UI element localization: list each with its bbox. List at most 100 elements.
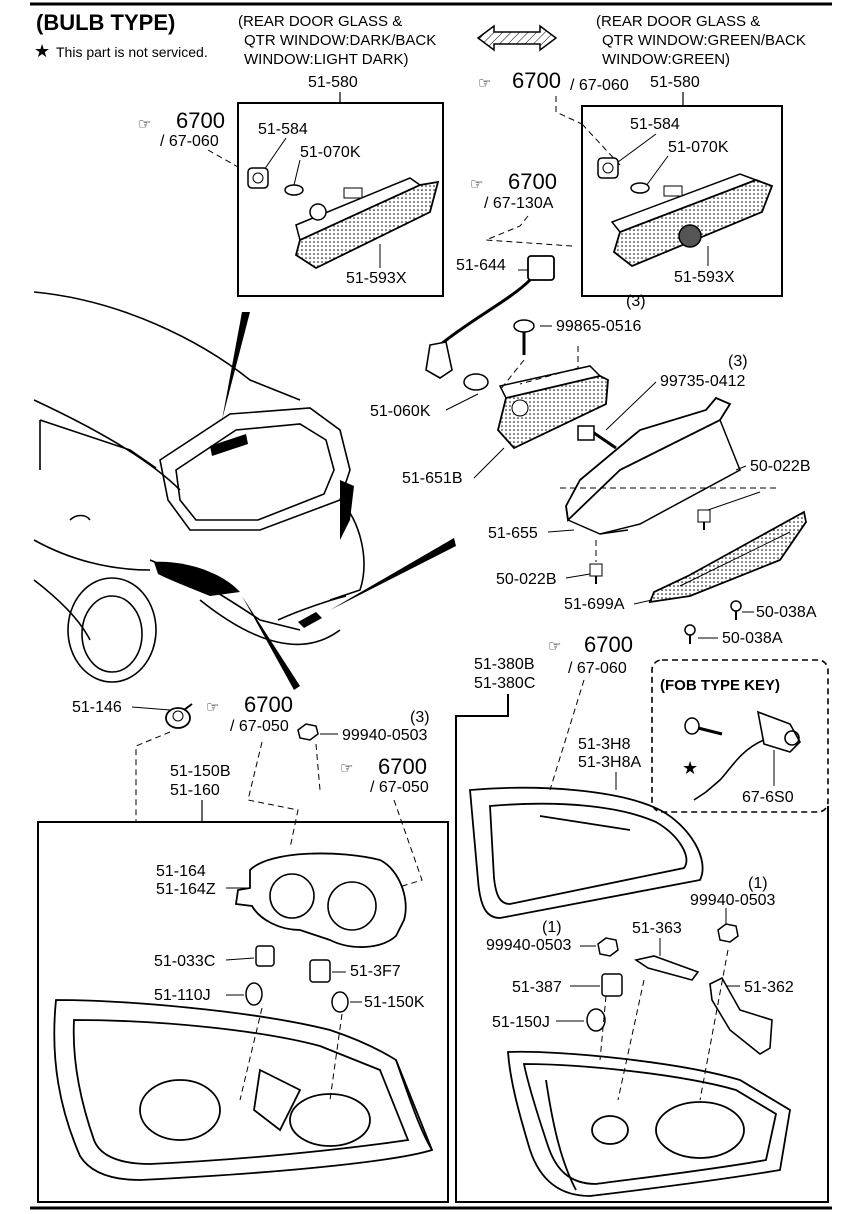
double-arrow-icon [476, 24, 558, 52]
part-51-3f7: 51-3F7 [350, 963, 401, 980]
vehicle-plate-lamp [298, 612, 322, 628]
nut-icon-b [597, 937, 619, 957]
svg-text:/ 67-050: / 67-050 [230, 718, 289, 735]
pointer-garnish [330, 538, 456, 610]
part-51-580-right: 51-580 [650, 74, 700, 91]
quarter-window-glass [469, 786, 704, 919]
left-variant-line1: (REAR DOOR GLASS & [238, 13, 402, 30]
part-99865-0516: 99865-0516 [556, 318, 642, 335]
part-99865-qty: (3) [626, 293, 646, 310]
part-51-644: 51-644 [456, 257, 506, 274]
svg-text:6700: 6700 [584, 632, 633, 657]
part-51-584-left: 51-584 [258, 121, 308, 138]
wedge-bulb-icon-right [630, 182, 650, 194]
part-51-150b: 51-150B [170, 763, 231, 780]
book-ref-icon: ☞ [470, 176, 483, 193]
part-51-380c: 51-380C [474, 675, 535, 692]
not-serviced-note: This part is not serviced. [56, 44, 208, 60]
ref-6700-67-060-c: ☞ 6700 / 67-060 [548, 632, 633, 677]
part-99940-0503-c: 99940-0503 [690, 892, 776, 909]
part-50-038a-a: 50-038A [756, 604, 817, 621]
svg-text:6700: 6700 [176, 108, 225, 133]
part-99940-qty-b: (1) [542, 919, 562, 936]
wedge-bulb-icon [284, 184, 304, 196]
star-icon: ★ [34, 41, 50, 61]
stop-lamp-housing-left [294, 177, 440, 270]
book-ref-icon: ☞ [340, 760, 353, 777]
tail-lamp-assembly-left [53, 999, 434, 1181]
book-ref-icon: ☞ [206, 699, 219, 716]
book-ref-icon: ☞ [548, 638, 561, 655]
clip-icon-b [589, 563, 603, 584]
fob-sensor-icon [693, 710, 801, 801]
socket-icon-3f7 [309, 959, 331, 983]
svg-text:6700: 6700 [512, 68, 561, 93]
part-99735-qty: (3) [728, 353, 748, 370]
spoiler-garnish [648, 510, 807, 604]
part-51-060k: 51-060K [370, 403, 431, 420]
svg-text:6700: 6700 [378, 754, 427, 779]
part-51-380b: 51-380B [474, 656, 535, 673]
part-50-038a-b: 50-038A [722, 630, 783, 647]
part-99940-qty-a: (3) [410, 709, 430, 726]
ref-6700-67-130a: ☞ 6700 / 67-130A [470, 169, 557, 212]
screw-icon-fob [684, 717, 723, 736]
bulb-socket-icon-center [463, 373, 489, 391]
svg-text:6700: 6700 [244, 692, 293, 717]
part-51-164z: 51-164Z [156, 881, 216, 898]
vehicle-tail-lamp-right [340, 480, 354, 540]
clip-icon-c [730, 600, 742, 620]
ref-6700-67-050-b: ☞ 6700 / 67-050 [340, 754, 429, 796]
part-67-6s0: 67-6S0 [742, 789, 794, 806]
part-51-584-right: 51-584 [630, 116, 680, 133]
clip-icon-a [697, 509, 711, 530]
vehicle-tail-lamp-left [154, 561, 240, 596]
part-51-651b: 51-651B [402, 470, 463, 487]
part-50-022b-b: 50-022B [496, 571, 557, 588]
right-variant-line2: QTR WINDOW:GREEN/BACK [602, 32, 806, 49]
part-51-146: 51-146 [72, 699, 122, 716]
spoiler-bracket [565, 396, 741, 535]
bulb-socket-icon-right [597, 157, 619, 179]
right-variant-line1: (REAR DOOR GLASS & [596, 13, 760, 30]
part-50-022b-a: 50-022B [750, 458, 811, 475]
stop-lamp-assembly [497, 365, 609, 450]
bracket-51-362 [709, 976, 773, 1055]
svg-text:/ 67-130A: / 67-130A [484, 195, 554, 212]
bulb-icon-150j [586, 1008, 606, 1032]
socket-icon-033c [255, 945, 275, 967]
svg-text:/ 67-060: / 67-060 [568, 660, 627, 677]
socket-icon-387 [601, 973, 623, 997]
ref-6700-67-060-b: ☞ 6700 / 67-060 [478, 68, 629, 94]
part-99940-0503-a: 99940-0503 [342, 727, 428, 744]
part-51-580-left: 51-580 [308, 74, 358, 91]
book-ref-icon: ☞ [138, 116, 151, 133]
part-51-033c: 51-033C [154, 953, 215, 970]
pointer-tail-lamp [242, 596, 300, 690]
book-ref-icon: ☞ [478, 75, 491, 92]
part-51-387: 51-387 [512, 979, 562, 996]
screw-icon [513, 319, 535, 355]
bolt-icon [577, 425, 617, 450]
grommet-icon [165, 703, 193, 729]
part-51-160: 51-160 [170, 782, 220, 799]
ref-6700-67-050-a: ☞ 6700 / 67-050 [206, 692, 293, 735]
tail-lamp-assembly-right [507, 1050, 791, 1197]
bulb-socket-icon [247, 167, 269, 189]
part-51-070k-right: 51-070K [668, 139, 729, 156]
part-51-150j: 51-150J [492, 1014, 550, 1031]
part-51-164: 51-164 [156, 863, 206, 880]
part-99940-qty-c: (1) [748, 875, 768, 892]
wiring-harness [425, 255, 555, 379]
svg-text:6700: 6700 [508, 169, 557, 194]
part-51-362: 51-362 [744, 979, 794, 996]
fob-type-key-title: (FOB TYPE KEY) [660, 677, 780, 694]
svg-text:/ 67-060: / 67-060 [570, 77, 629, 94]
part-51-110j: 51-110J [154, 987, 211, 1004]
part-99735-0412: 99735-0412 [660, 373, 746, 390]
part-51-150k: 51-150K [364, 994, 425, 1011]
part-99940-0503-b: 99940-0503 [486, 937, 572, 954]
svg-text:/ 67-050: / 67-050 [370, 779, 429, 796]
part-51-3h8: 51-3H8 [578, 736, 631, 753]
